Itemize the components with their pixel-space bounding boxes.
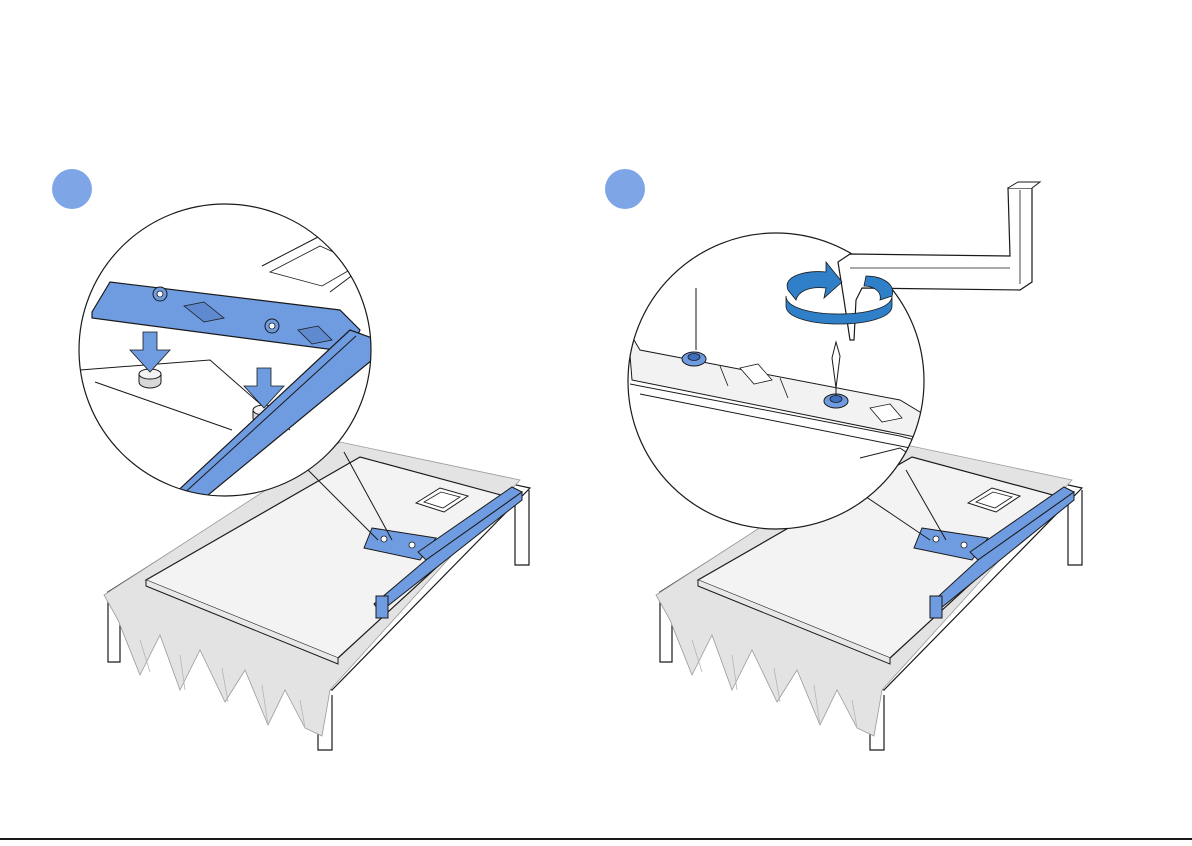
step-2-marker (605, 169, 645, 209)
step-circle-icon (52, 169, 92, 209)
step-1-panel (52, 169, 530, 750)
step-circle-icon (605, 169, 645, 209)
step-1-marker (52, 169, 92, 209)
step-2-panel (605, 169, 1082, 750)
footer-rule (0, 838, 1192, 840)
